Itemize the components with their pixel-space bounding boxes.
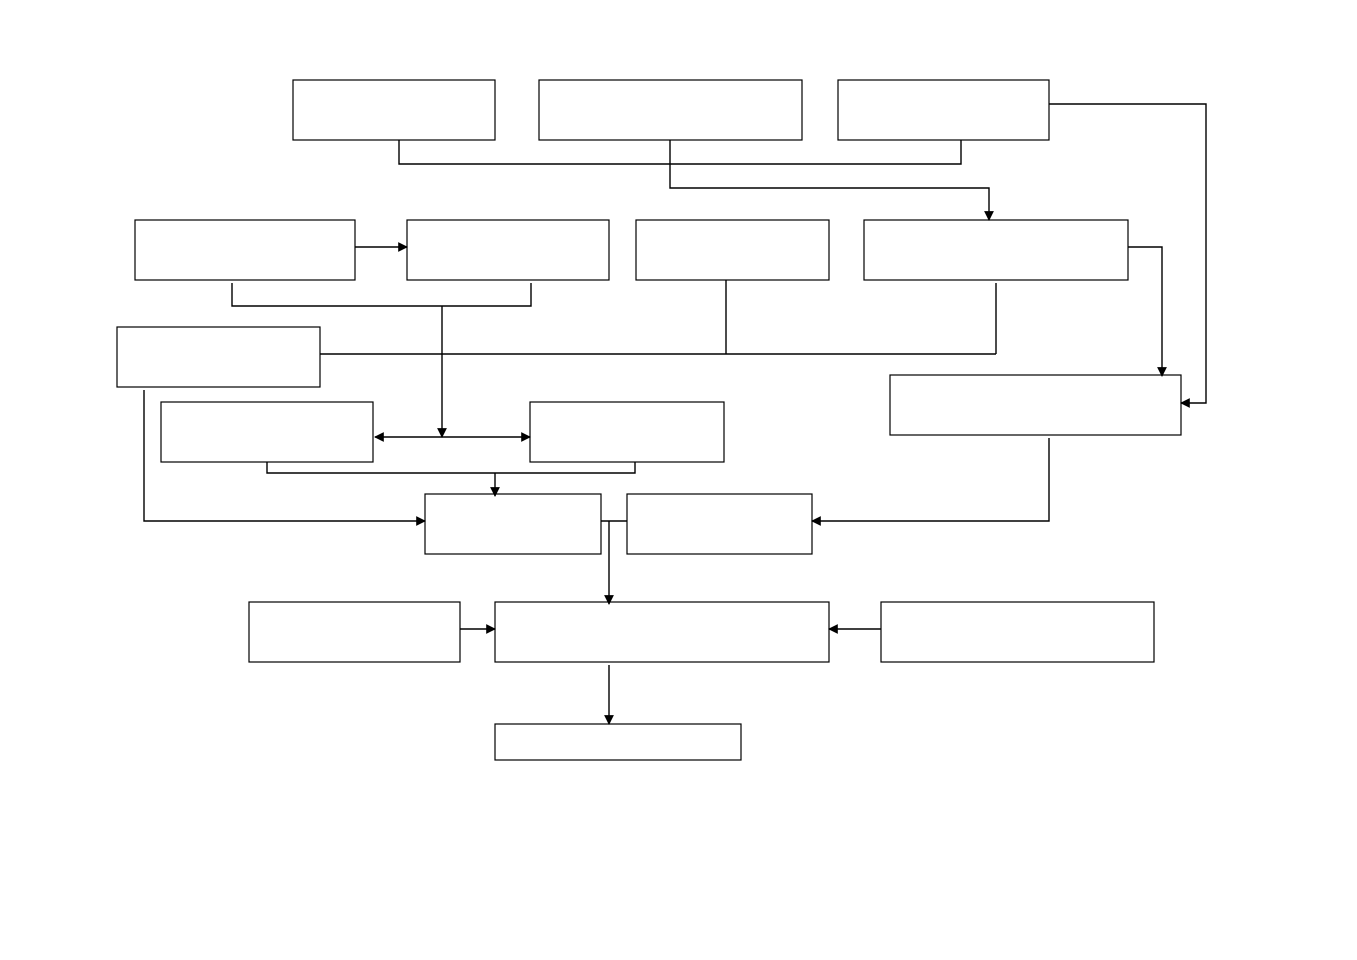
connector-top-merge-bracket bbox=[398, 140, 962, 165]
box-top-right bbox=[837, 79, 1050, 141]
box-row4-left bbox=[160, 401, 374, 463]
connector-row4-bracket bbox=[266, 462, 636, 474]
connector-top-right-to-right-mid bbox=[1049, 103, 1207, 408]
box-row4-right bbox=[529, 401, 725, 463]
box-row2-b bbox=[406, 219, 610, 281]
connector-top-center-to-row2d bbox=[669, 140, 994, 221]
box-row5-left bbox=[424, 493, 602, 555]
connector-row2ab-bracket bbox=[231, 283, 532, 307]
box-bottom bbox=[494, 723, 742, 761]
box-top-left bbox=[292, 79, 496, 141]
box-row2-a bbox=[134, 219, 356, 281]
box-left-mid bbox=[116, 326, 321, 388]
connector-row2d-to-right-mid bbox=[1128, 246, 1167, 377]
box-row6-right bbox=[880, 601, 1155, 663]
box-row6-left bbox=[248, 601, 461, 663]
box-row6-center bbox=[494, 601, 830, 663]
box-row5-right bbox=[626, 493, 813, 555]
box-top-center bbox=[538, 79, 803, 141]
box-right-mid bbox=[889, 374, 1182, 436]
connector-left-mid-to-row5-left bbox=[143, 390, 426, 526]
box-row2-c bbox=[635, 219, 830, 281]
connector-right-mid-to-row5-right bbox=[811, 438, 1050, 526]
box-row2-d bbox=[863, 219, 1129, 281]
